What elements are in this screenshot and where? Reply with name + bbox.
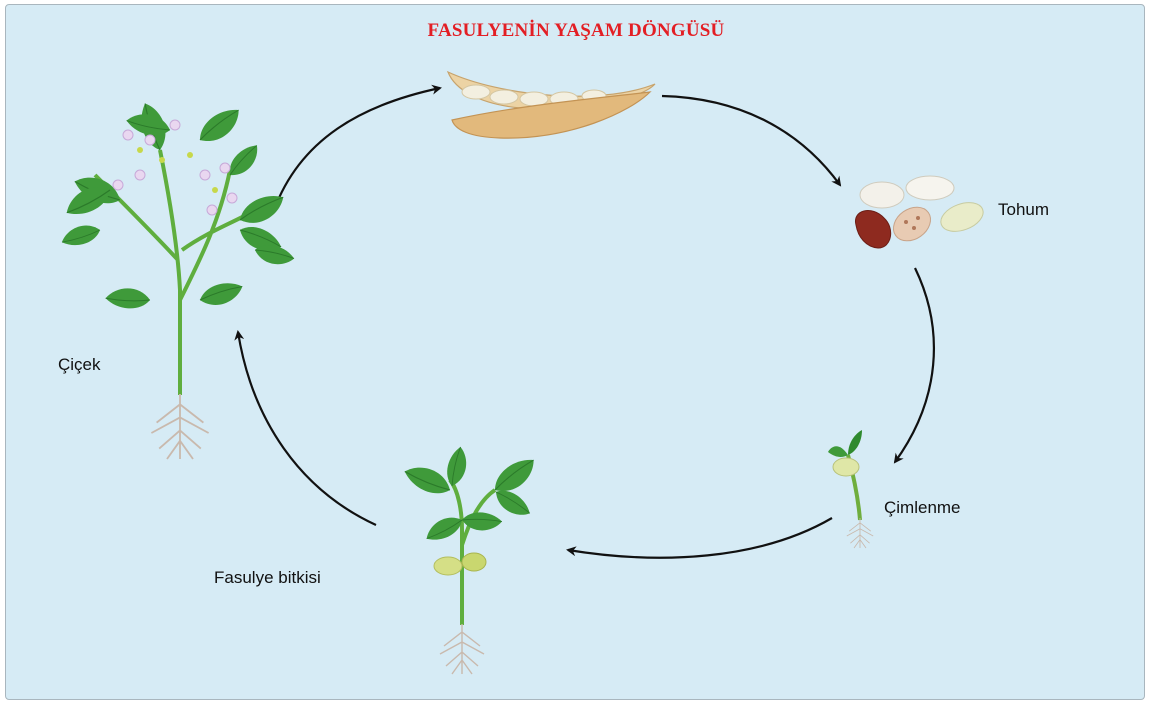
bean-pod-icon — [448, 72, 655, 138]
label-germination: Çimlenme — [884, 498, 961, 518]
flowering-plant-icon — [60, 101, 296, 459]
arrow-pod-to-seed — [662, 96, 840, 185]
young-bean-plant-icon — [401, 445, 541, 674]
label-flower: Çiçek — [58, 355, 101, 375]
seeds-icon — [855, 176, 987, 248]
arrow-flower-to-pod — [274, 88, 440, 210]
arrow-germination-to-plant — [568, 518, 832, 558]
label-bean-plant: Fasulye bitkisi — [214, 568, 321, 588]
seedling-icon — [828, 430, 873, 548]
arrow-plant-to-flower — [238, 332, 376, 525]
arrow-seed-to-germination — [895, 268, 934, 462]
label-seed: Tohum — [998, 200, 1049, 220]
